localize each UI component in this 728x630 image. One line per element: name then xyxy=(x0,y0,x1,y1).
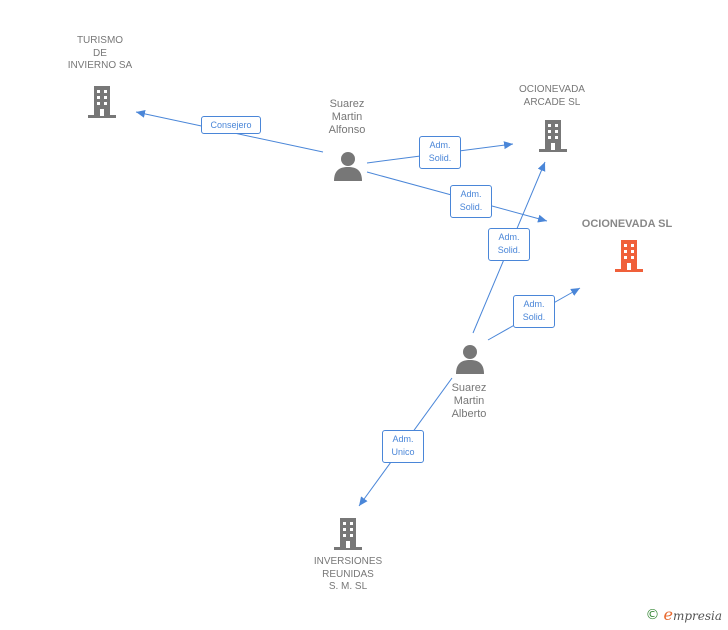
edge-label-adm-unico: Adm. Unico xyxy=(382,430,424,463)
brand-name: empresia xyxy=(663,605,722,624)
building-icon[interactable] xyxy=(86,84,118,123)
company-label-ocionevada-arcade[interactable]: OCIONEVADA ARCADE SL xyxy=(519,84,585,108)
company-label-ocionevada-sl[interactable]: OCIONEVADA SL xyxy=(581,218,673,230)
edge-label-adm-solid: Adm. Solid. xyxy=(488,228,530,261)
edge-label-consejero: Consejero xyxy=(201,116,261,134)
company-label-inversiones[interactable]: INVERSIONES REUNIDAS S. M. SL xyxy=(313,556,383,592)
person-label-suarez-alfonso[interactable]: Suarez Martin Alfonso xyxy=(328,98,366,136)
company-label-turismo[interactable]: TURISMO DE INVIERNO SA xyxy=(67,35,133,71)
building-icon[interactable] xyxy=(537,118,569,157)
edge-label-adm-solid: Adm. Solid. xyxy=(419,136,461,169)
person-label-suarez-alberto[interactable]: Suarez Martin Alberto xyxy=(451,382,487,420)
edge-label-adm-solid: Adm. Solid. xyxy=(513,295,555,328)
building-icon-main[interactable] xyxy=(613,238,645,277)
person-icon[interactable] xyxy=(333,151,363,186)
brand-logo: © empresia xyxy=(645,605,722,624)
building-icon[interactable] xyxy=(332,516,364,555)
person-icon[interactable] xyxy=(455,344,485,379)
edge-label-adm-solid: Adm. Solid. xyxy=(450,185,492,218)
copyright-icon: © xyxy=(645,606,660,623)
